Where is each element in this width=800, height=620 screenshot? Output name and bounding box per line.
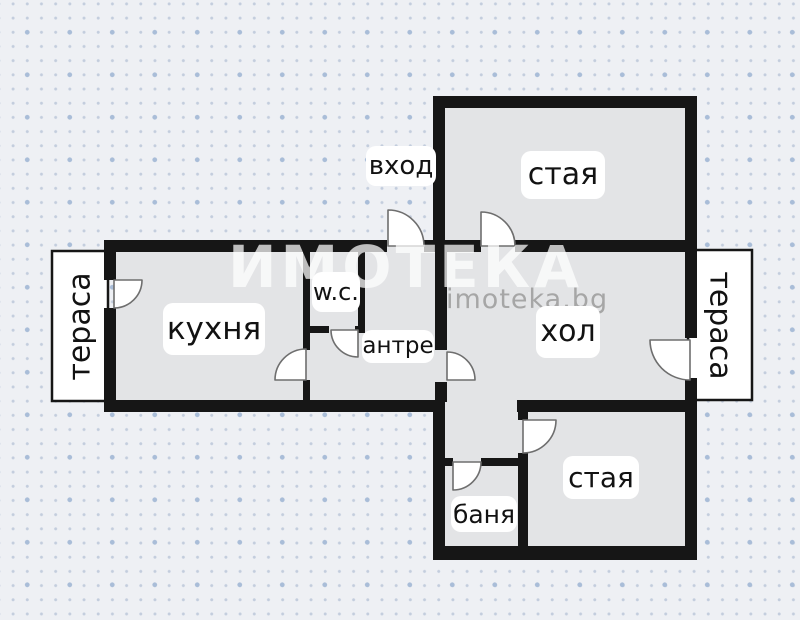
wall-living-right-upper (685, 252, 697, 338)
label-living-room: хол (536, 306, 600, 358)
door-arc-room-bottom (522, 419, 557, 454)
wall-bathroom-top-right (481, 458, 528, 466)
label-room-top: стая (521, 151, 605, 199)
wall-kitchen-left-lower (104, 308, 116, 412)
terrace-right-text: тераса (702, 270, 738, 380)
wall-hall-divider-upper (435, 252, 447, 350)
wall-wing-bottom (433, 546, 697, 560)
terrace-right-box (686, 248, 754, 402)
terrace-left-box (50, 249, 110, 403)
wall-wc-left-lower (303, 380, 310, 402)
label-kitchen: кухня (163, 303, 265, 355)
wall-wing-right (685, 400, 697, 548)
wall-top-room-left (433, 96, 445, 252)
wall-band-top-right (515, 240, 697, 252)
door-arc-wc (330, 329, 359, 358)
wall-top-room-right (685, 96, 697, 252)
walls (104, 96, 697, 560)
door-arc-living-terrace (649, 339, 691, 381)
label-bathroom: баня (451, 496, 517, 532)
wall-wc-right (358, 252, 365, 333)
label-wc: w.c. (312, 272, 360, 312)
wall-wing-left (433, 402, 445, 548)
wall-wc-bottom (303, 326, 329, 333)
wall-hall-divider-lower (435, 382, 447, 402)
doors (113, 209, 691, 491)
wall-room-bottom-top (517, 400, 697, 412)
door-arc-hallway-living (446, 351, 476, 381)
door-arc-kitchen-hallway (274, 348, 307, 381)
label-terrace-right: тераса (688, 250, 752, 400)
terrace-left-text: тераса (62, 271, 98, 381)
wall-band-bottom-left (104, 400, 445, 412)
label-terrace-left: тераса (52, 251, 108, 401)
label-room-bottom: стая (563, 456, 639, 499)
door-arc-kitchen-terrace (113, 279, 143, 309)
wall-living-right-lower (685, 378, 697, 402)
door-arc-entrance (387, 209, 425, 247)
wall-bath-divider-lower (518, 453, 528, 546)
wall-wc-left-upper (303, 252, 310, 350)
wall-kitchen-left-upper (104, 240, 116, 280)
door-arc-room-top (480, 211, 516, 247)
wall-top-room-top (433, 96, 697, 108)
wall-bath-divider-upper (518, 412, 528, 420)
door-arc-bathroom (452, 461, 482, 491)
label-hallway: антре (362, 330, 434, 363)
wall-band-top-left (104, 240, 387, 252)
label-entrance: вход (366, 146, 436, 186)
watermark-brand: ИМОТЕКА (228, 233, 584, 301)
